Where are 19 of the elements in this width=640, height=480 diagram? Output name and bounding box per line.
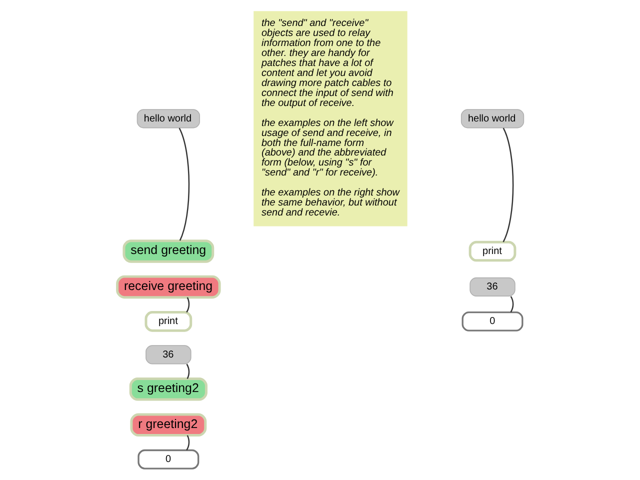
node-box: print: [144, 311, 192, 332]
node-box: hello world: [136, 109, 200, 128]
connector: [186, 297, 190, 313]
connector: [186, 435, 190, 450]
node-box: 0: [461, 311, 523, 332]
connector: [186, 364, 190, 379]
node-box: 0: [137, 449, 199, 470]
connector: [502, 128, 514, 242]
node-box: the "send" and "receive" objects are used to relay information from one to the other. they are handy for patches that have a lot of content and let you avoid drawing more patch cables to connect the input of send with the output of receive. the examples on the left show usage of send and receive, in both the full-name form (above) and the abbreviated form (below, using "s" for "send" and "r" for receive). the examples on the right show the same behavior, but without send and recevie.: [253, 11, 407, 226]
node-box: 36: [145, 345, 191, 364]
node-box: r greeting2: [130, 413, 206, 437]
node-box: 36: [469, 277, 515, 296]
node-box: hello world: [460, 109, 524, 128]
node-box: print: [468, 240, 516, 262]
connector: [178, 128, 190, 241]
connector: [510, 296, 514, 312]
node-box: s greeting2: [128, 378, 207, 401]
node-box: send greeting: [122, 240, 214, 263]
node-box: receive greeting: [116, 275, 220, 299]
